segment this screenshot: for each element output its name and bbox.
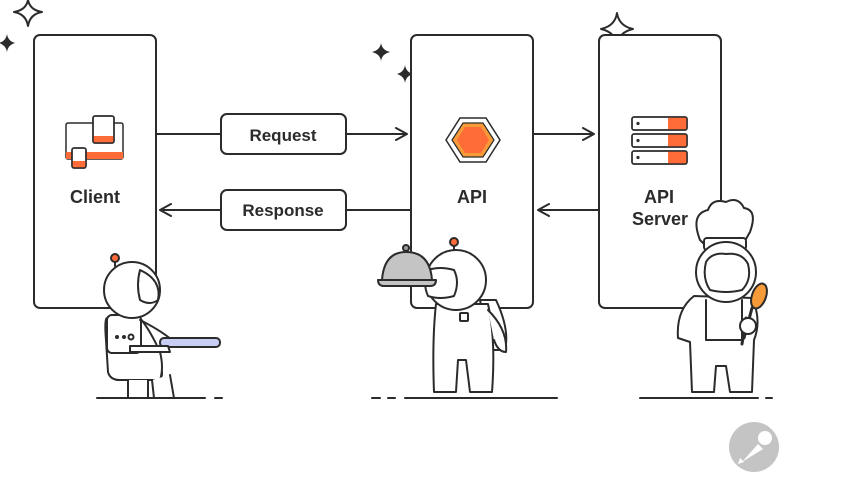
api-server-label-line2: Server: [632, 209, 688, 229]
client-label: Client: [70, 187, 120, 207]
sparkle-icon: [397, 65, 413, 83]
api-waiter-astronaut-illustration: [377, 237, 508, 393]
client-node: Client: [33, 34, 157, 309]
postman-logo-icon: [729, 422, 779, 472]
response-label: Response: [242, 201, 323, 220]
request-label: Request: [249, 126, 316, 145]
sparkle-icon: [0, 34, 15, 52]
devices-icon: [65, 115, 124, 169]
client-astronaut-illustration: [103, 253, 221, 399]
hexagon-icon: [445, 117, 501, 163]
sparkle-icon: [13, 0, 43, 27]
api-server-label-line1: API: [644, 187, 674, 207]
server-chef-astronaut-illustration: [676, 199, 768, 393]
api-label: API: [457, 187, 487, 207]
api-server-node: API Server: [598, 34, 722, 309]
sparkle-icon: [372, 43, 390, 61]
server-rack-icon: [631, 116, 688, 165]
edge-response: Response: [159, 189, 410, 231]
edge-request: Request: [157, 113, 408, 155]
